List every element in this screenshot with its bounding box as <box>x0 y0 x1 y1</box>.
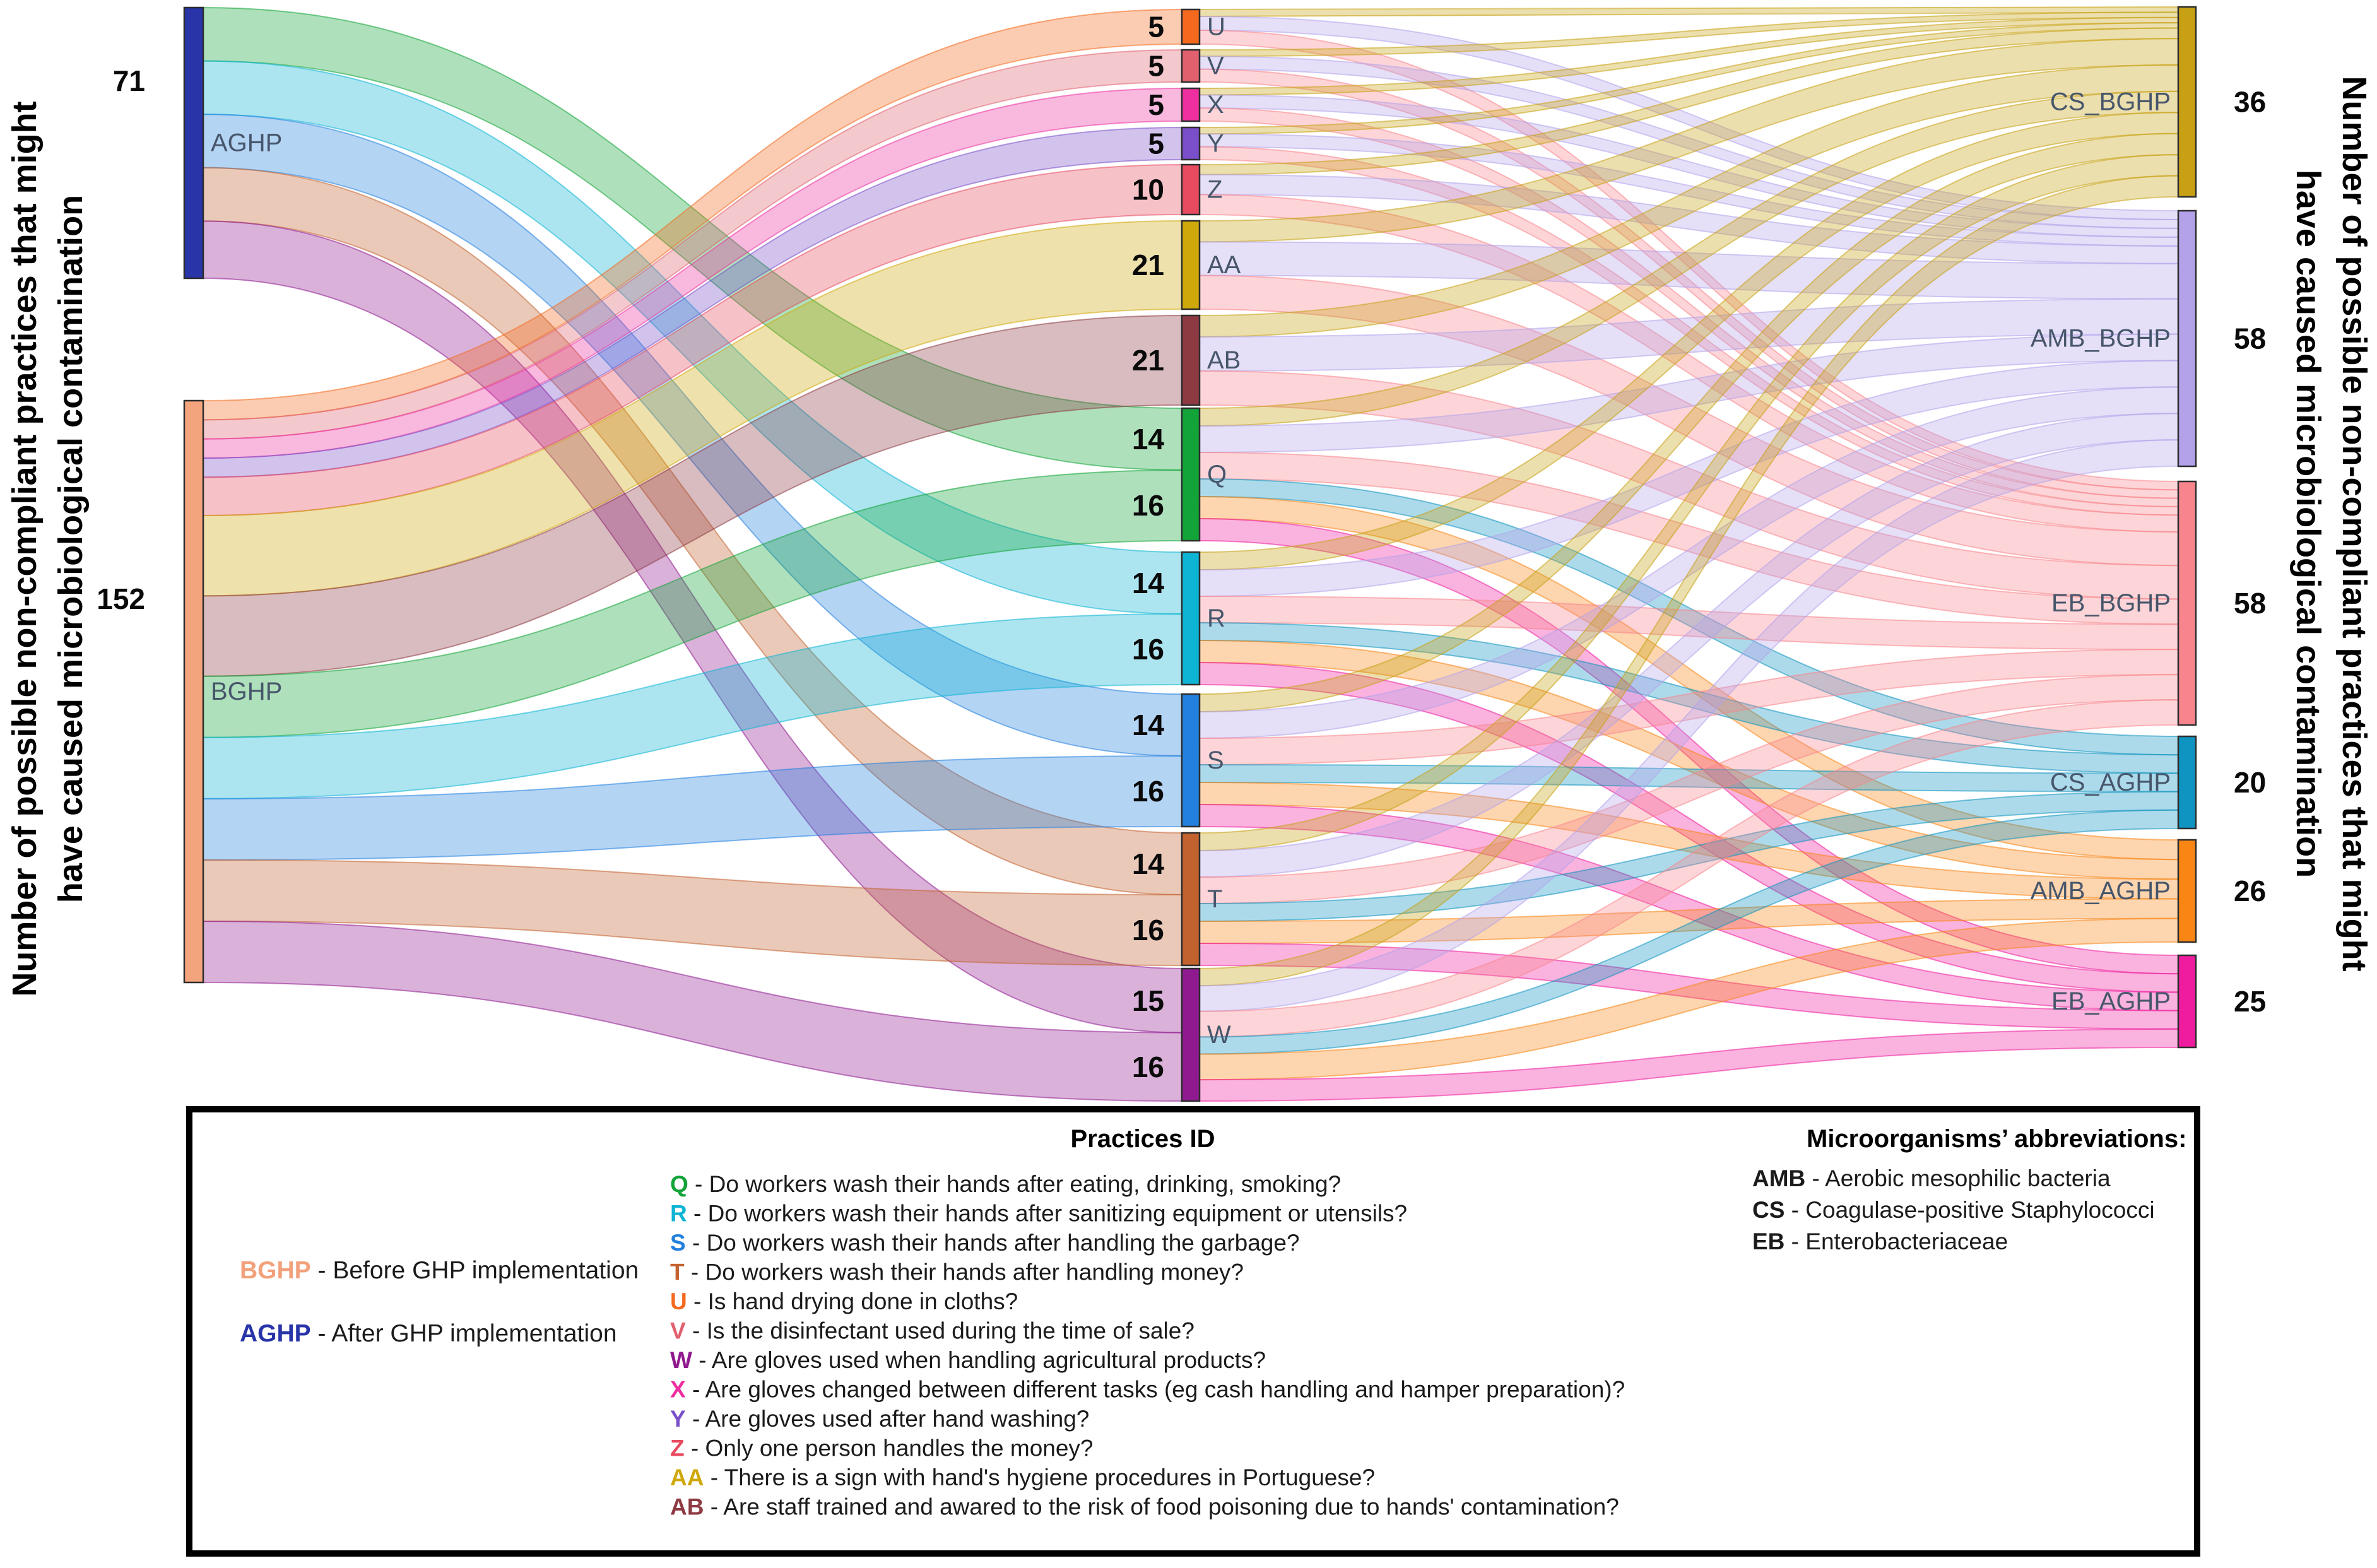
flow-value-BGHP-U: 5 <box>1148 11 1164 44</box>
flow-value-BGHP-R: 16 <box>1132 633 1164 666</box>
legend-practice-U: U - Is hand drying done in cloths? <box>670 1288 1018 1314</box>
flow-value-BGHP-AA: 21 <box>1132 249 1164 281</box>
node-BGHP[interactable] <box>183 399 204 984</box>
node-EB_AGHP[interactable] <box>2177 954 2197 1049</box>
node-label-AMB_BGHP: AMB_BGHP <box>2031 325 2171 353</box>
left-axis-title-line1: Number of possible non-compliant practic… <box>6 101 44 996</box>
legend-group-AGHP: AGHP - After GHP implementation <box>240 1320 617 1347</box>
legend-micro-AMB: AMB - Aerobic mesophilic bacteria <box>1752 1165 2111 1191</box>
legend-practice-V: V - Is the disinfectant used during the … <box>670 1318 1194 1344</box>
legend-micro-EB: EB - Enterobacteriaceae <box>1752 1229 2008 1254</box>
node-T[interactable] <box>1181 832 1201 967</box>
legend-practice-X: X - Are gloves changed between different… <box>670 1377 1625 1403</box>
node-V[interactable] <box>1181 49 1201 83</box>
legend-practice-AB: AB - Are staff trained and awared to the… <box>670 1494 1619 1520</box>
node-label-CS_BGHP: CS_BGHP <box>2050 88 2171 116</box>
node-label-Z: Z <box>1207 176 1222 204</box>
flow-value-BGHP-AB: 21 <box>1132 344 1164 377</box>
legend-micro-CS: CS - Coagulase-positive Staphylococci <box>1752 1197 2155 1223</box>
node-label-Q: Q <box>1207 461 1227 488</box>
flow-ribbons <box>203 6 2179 1102</box>
node-label-AGHP: AGHP <box>211 129 282 157</box>
node-AA[interactable] <box>1181 220 1201 310</box>
legend-practice-S: S - Do workers wash their hands after ha… <box>670 1230 1300 1256</box>
node-Z[interactable] <box>1181 163 1201 216</box>
legend-practice-Q: Q - Do workers wash their hands after ea… <box>670 1171 1341 1197</box>
node-label-T: T <box>1207 885 1222 913</box>
node-label-R: R <box>1207 604 1225 632</box>
flow-value-AGHP-W: 15 <box>1132 984 1164 1017</box>
right-axis-title-line1: Number of possible non-compliant practic… <box>2335 76 2373 971</box>
legend-practices-title: Practices ID <box>1070 1125 1215 1153</box>
flow-value-BGHP-Z: 10 <box>1132 174 1164 206</box>
node-label-AMB_AGHP: AMB_AGHP <box>2031 877 2171 905</box>
node-label-EB_AGHP: EB_AGHP <box>2051 987 2171 1015</box>
legend-practice-Z: Z - Only one person handles the money? <box>670 1435 1094 1461</box>
legend-practice-Y: Y - Are gloves used after hand washing? <box>670 1406 1089 1432</box>
node-Y[interactable] <box>1181 126 1201 161</box>
flow-value-BGHP-X: 5 <box>1148 88 1164 121</box>
legend-micro-title: Microorganisms’ abbreviations: <box>1807 1125 2186 1153</box>
node-CS_BGHP[interactable] <box>2177 6 2197 198</box>
node-value-CS_BGHP: 36 <box>2234 86 2266 119</box>
node-value-BGHP: 152 <box>97 582 145 615</box>
legend-practices-list: Q - Do workers wash their hands after ea… <box>670 1171 1625 1520</box>
node-label-U: U <box>1207 13 1225 41</box>
legend-practice-W: W - Are gloves used when handling agricu… <box>670 1347 1266 1373</box>
node-label-BGHP: BGHP <box>211 678 282 705</box>
node-AB[interactable] <box>1181 314 1201 406</box>
node-label-EB_BGHP: EB_BGHP <box>2051 589 2171 617</box>
node-label-AB: AB <box>1207 346 1241 374</box>
node-AGHP[interactable] <box>183 6 204 280</box>
node-value-CS_AGHP: 20 <box>2234 766 2266 799</box>
node-value-AMB_BGHP: 58 <box>2234 322 2266 355</box>
node-X[interactable] <box>1181 87 1201 122</box>
node-label-V: V <box>1207 52 1224 80</box>
node-value-EB_BGHP: 58 <box>2234 587 2266 620</box>
node-S[interactable] <box>1181 693 1201 828</box>
flow-value-BGHP-Y: 5 <box>1148 127 1164 160</box>
node-AMB_BGHP[interactable] <box>2177 209 2197 468</box>
flow-value-BGHP-W: 16 <box>1132 1051 1164 1083</box>
legend-border <box>186 1106 2200 1557</box>
flow-value-AGHP-R: 14 <box>1132 567 1165 599</box>
node-label-S: S <box>1207 746 1224 774</box>
node-bars <box>183 6 2197 1102</box>
node-R[interactable] <box>1181 551 1201 686</box>
node-value-AMB_AGHP: 26 <box>2234 875 2266 907</box>
flow-value-BGHP-S: 16 <box>1132 775 1164 808</box>
node-label-X: X <box>1207 91 1224 119</box>
node-value-AGHP: 71 <box>113 64 145 97</box>
flow-value-AGHP-Q: 14 <box>1132 423 1165 456</box>
right-axis-title-line2: have caused microbiological contaminatio… <box>2289 170 2327 878</box>
legend-micro-list: AMB - Aerobic mesophilic bacteria CS - Co… <box>1752 1165 2155 1254</box>
legend-practice-R: R - Do workers wash their hands after sa… <box>670 1201 1407 1227</box>
flow-value-AGHP-T: 14 <box>1132 847 1165 880</box>
node-CS_AGHP[interactable] <box>2177 735 2197 830</box>
flow-value-BGHP-Q: 16 <box>1132 489 1164 522</box>
legend-practice-T: T - Do workers wash their hands after ha… <box>670 1259 1244 1285</box>
left-axis-title-line2: have caused microbiological contaminatio… <box>52 195 90 903</box>
node-label-W: W <box>1207 1021 1231 1049</box>
node-label-Y: Y <box>1207 130 1224 158</box>
value-labels: 14 14 14 14 15 5 5 5 5 10 21 21 16 16 16 16 16 71 152 36 58 5… <box>97 11 2266 1083</box>
node-AMB_AGHP[interactable] <box>2177 839 2197 943</box>
legend-box: Practices ID Microorganisms’ abbreviatio… <box>186 1106 2200 1557</box>
flow-value-BGHP-T: 16 <box>1132 914 1164 946</box>
node-label-CS_AGHP: CS_AGHP <box>2050 769 2171 796</box>
flow-value-BGHP-V: 5 <box>1148 50 1164 83</box>
node-W[interactable] <box>1181 967 1201 1102</box>
node-EB_BGHP[interactable] <box>2177 480 2197 726</box>
legend-practice-AA: AA - There is a sign with hand's hygiene… <box>670 1465 1375 1490</box>
node-U[interactable] <box>1181 8 1201 45</box>
legend-group-BGHP: BGHP - Before GHP implementation <box>240 1257 639 1284</box>
node-value-EB_AGHP: 25 <box>2234 985 2266 1018</box>
flow-value-AGHP-S: 14 <box>1132 709 1165 741</box>
node-Q[interactable] <box>1181 407 1201 542</box>
node-label-AA: AA <box>1207 251 1241 279</box>
